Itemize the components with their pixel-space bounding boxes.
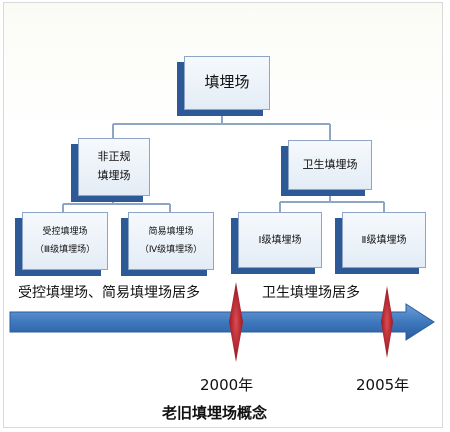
sanitary-landfill-label: 卫生填埋场 bbox=[302, 157, 358, 171]
informal-landfill-line1: 非正规 bbox=[97, 150, 131, 164]
root-label: 填埋场 bbox=[204, 73, 250, 92]
grade2-landfill-node: Ⅱ级填埋场 bbox=[342, 212, 426, 268]
simple-landfill-line1: 简易填埋场 bbox=[148, 227, 194, 237]
year-2000-label: 2000年 bbox=[200, 376, 254, 394]
informal-landfill-node: 非正规 填埋场 bbox=[78, 138, 150, 196]
controlled-landfill-line1: 受控填埋场 bbox=[42, 227, 88, 237]
root-node: 填埋场 bbox=[184, 56, 270, 110]
controlled-landfill-node: 受控填埋场 （Ⅲ级填埋场） bbox=[22, 212, 108, 270]
marker-2005 bbox=[381, 286, 393, 358]
grade1-landfill-node: Ⅰ级填埋场 bbox=[238, 212, 322, 268]
timeline-arrow bbox=[9, 303, 435, 341]
after-2000-caption: 卫生填埋场居多 bbox=[262, 285, 360, 301]
year-2005-label: 2005年 bbox=[356, 376, 410, 394]
simple-landfill-node: 简易填埋场 （Ⅳ级填埋场） bbox=[128, 212, 214, 270]
sanitary-landfill-node: 卫生填埋场 bbox=[288, 140, 372, 190]
grade1-landfill-label: Ⅰ级填埋场 bbox=[258, 234, 302, 246]
marker-2000 bbox=[229, 282, 243, 362]
simple-landfill-line2: （Ⅳ级填埋场） bbox=[139, 245, 203, 255]
grade2-landfill-label: Ⅱ级填埋场 bbox=[361, 234, 407, 246]
diagram-title: 老旧填埋场概念 bbox=[162, 404, 268, 422]
controlled-landfill-line2: （Ⅲ级填埋场） bbox=[34, 245, 96, 255]
before-2000-caption: 受控填埋场、简易填埋场居多 bbox=[18, 285, 200, 301]
informal-landfill-line2: 填埋场 bbox=[97, 169, 131, 182]
